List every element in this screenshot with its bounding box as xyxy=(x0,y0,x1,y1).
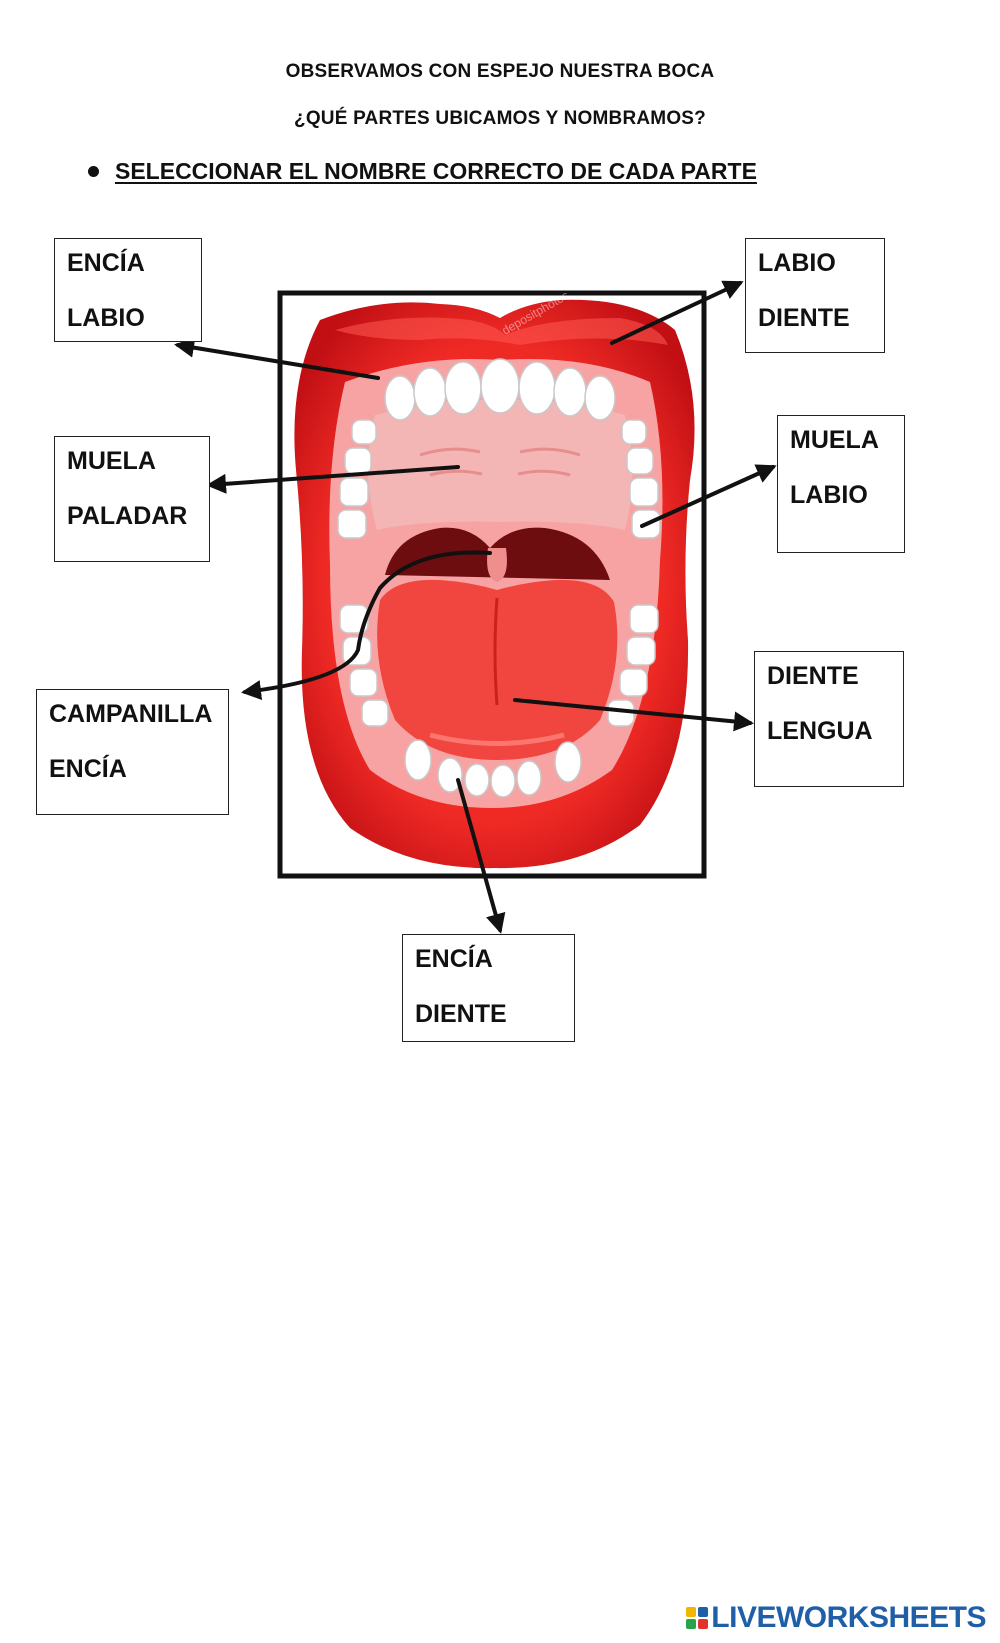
upper-molars xyxy=(337,419,661,539)
uvula xyxy=(487,548,507,582)
option-2[interactable]: ENCÍA xyxy=(49,755,127,783)
worksheet-title: OBSERVAMOS CON ESPEJO NUESTRA BOCA xyxy=(285,61,715,82)
label-box-lip: ENCÍA LABIO xyxy=(54,238,202,342)
bullet-icon xyxy=(88,166,99,177)
instruction: SELECCIONAR EL NOMBRE CORRECTO DE CADA P… xyxy=(88,158,757,185)
instruction-text: SELECCIONAR EL NOMBRE CORRECTO DE CADA P… xyxy=(115,158,757,184)
option-2[interactable]: LABIO xyxy=(67,304,145,332)
label-box-upper-lip: LABIO DIENTE xyxy=(745,238,885,353)
arrow-tongue xyxy=(513,698,754,732)
option-1[interactable]: ENCÍA xyxy=(415,945,493,973)
arrow-tooth xyxy=(456,778,506,934)
upper-teeth xyxy=(384,358,616,421)
label-box-tongue: DIENTE LENGUA xyxy=(754,651,904,787)
liveworksheets-logo[interactable]: LIVEWORKSHEETS xyxy=(686,1601,986,1635)
option-1[interactable]: ENCÍA xyxy=(67,249,145,277)
label-box-palate: MUELA PALADAR xyxy=(54,436,210,562)
option-2[interactable]: PALADAR xyxy=(67,502,188,530)
pointer-arrows xyxy=(174,280,777,934)
arrow-lip-right xyxy=(610,280,744,345)
option-1[interactable]: MUELA xyxy=(790,426,879,454)
arrow-uvula xyxy=(241,550,492,701)
option-1[interactable]: MUELA xyxy=(67,447,156,475)
option-2[interactable]: DIENTE xyxy=(758,304,850,332)
palate-ridges xyxy=(419,447,581,477)
mouth-diagram: depositphotos xyxy=(174,280,777,934)
option-1[interactable]: CAMPANILLA xyxy=(49,700,213,728)
lower-molars xyxy=(339,604,659,727)
arrow-lip-left xyxy=(174,337,380,380)
lower-teeth xyxy=(404,739,582,798)
option-2[interactable]: DIENTE xyxy=(415,1000,507,1028)
option-1[interactable]: LABIO xyxy=(758,249,836,277)
logo-icon xyxy=(686,1607,709,1629)
tongue-shine xyxy=(429,732,565,746)
option-1[interactable]: DIENTE xyxy=(767,662,859,690)
option-2[interactable]: LENGUA xyxy=(767,717,873,745)
label-box-tooth: ENCÍA DIENTE xyxy=(402,934,575,1042)
tongue xyxy=(377,579,618,760)
label-box-uvula: CAMPANILLA ENCÍA xyxy=(36,689,229,815)
tongue-groove xyxy=(493,597,499,706)
option-2[interactable]: LABIO xyxy=(790,481,868,509)
arrow-molar xyxy=(640,464,777,528)
worksheet-question: ¿QUÉ PARTES UBICAMOS Y NOMBRAMOS? xyxy=(294,108,706,129)
brand-name: LIVEWORKSHEETS xyxy=(711,1601,986,1634)
palate xyxy=(367,399,633,530)
arrow-palate xyxy=(206,465,460,494)
label-box-molar: MUELA LABIO xyxy=(777,415,905,553)
lip-highlight xyxy=(335,317,668,345)
